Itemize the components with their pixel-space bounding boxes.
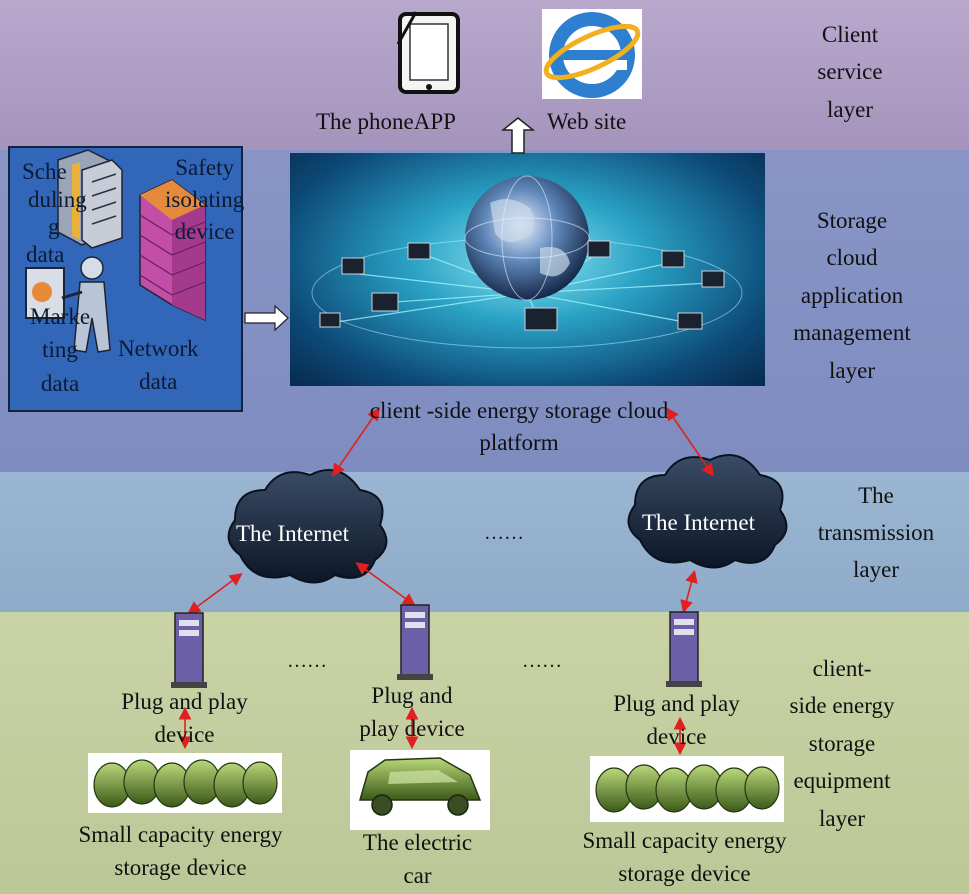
electric-car-icon — [350, 750, 490, 830]
equipment-layer-label: client- side energy storage equipment la… — [789, 656, 895, 831]
firewall-icon — [139, 179, 206, 322]
server-rack-icon — [57, 149, 123, 249]
client-service-layer-label: Client service layer — [817, 22, 883, 122]
cloud-icon — [627, 454, 788, 569]
server-rack-icon — [397, 604, 433, 680]
network-data-label: Network data — [118, 336, 199, 395]
battery-icon — [590, 756, 784, 822]
internet-explorer-icon — [542, 9, 642, 99]
plug-and-play-device-label-right: Plug and play device — [613, 691, 740, 749]
right-arrow-icon — [244, 304, 289, 332]
storage-cloud-layer-label: Storage cloud application management lay… — [793, 208, 911, 383]
small-capacity-storage-label-left: Small capacity energy storage device — [78, 822, 283, 881]
transmission-layer-band — [0, 472, 969, 612]
globe-network-icon — [311, 175, 743, 349]
internet-cloud-label-right: The Internet — [642, 510, 756, 535]
safety-isolating-device-label: Safety isolating device — [165, 155, 245, 245]
cloud-platform-label: client -side energy storage cloud platfo… — [369, 398, 669, 456]
cloud-platform-image — [290, 153, 765, 386]
operator-icon — [25, 256, 111, 353]
internet-cloud-label-left: The Internet — [236, 521, 350, 546]
scheduling-data-label: Sche duling g data — [22, 159, 87, 267]
client-service-layer-band — [0, 0, 969, 150]
phone-app-label: The phoneAPP — [316, 109, 456, 134]
small-capacity-storage-label-right: Small capacity energy storage device — [582, 828, 787, 887]
server-rack-icon — [171, 612, 207, 688]
transmission-layer-label: The transmission layer — [817, 483, 935, 582]
server-rack-icon — [666, 611, 702, 687]
plug-and-play-device-label-middle: Plug and play device — [359, 683, 465, 741]
equipment-ellipsis-left: …… — [287, 650, 327, 672]
upload-arrow-icon — [500, 117, 536, 154]
marketing-data-label: Marke ting data — [30, 304, 91, 396]
equipment-ellipsis-right: …… — [522, 650, 562, 672]
web-site-label: Web site — [547, 109, 627, 134]
plug-and-play-device-label-left: Plug and play device — [121, 689, 248, 747]
cloud-icon — [227, 469, 388, 584]
tablet-icon — [396, 11, 460, 94]
battery-icon — [88, 753, 282, 813]
electric-car-label: The electric car — [362, 830, 473, 889]
transmission-ellipsis: …… — [484, 522, 524, 544]
